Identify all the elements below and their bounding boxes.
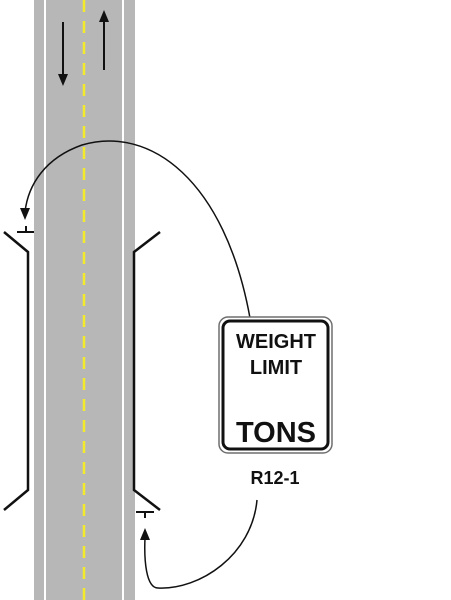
left-structure-rail — [3, 231, 30, 511]
arrow-down-icon — [58, 22, 68, 86]
sign-inner-border — [221, 319, 330, 451]
sign-text-line2: LIMIT — [250, 357, 302, 379]
roadway — [34, 0, 135, 600]
sign-text-line1: WEIGHT — [236, 331, 316, 353]
right-structure-rail — [132, 231, 161, 511]
sign-text-line3: TONS — [236, 417, 316, 449]
pointer-to-upper-location — [20, 140, 251, 319]
sign-post-icon — [17, 226, 34, 233]
sign-post-icon — [136, 511, 154, 518]
pointer-to-lower-location — [140, 499, 258, 589]
arrow-up-icon — [99, 10, 109, 70]
sign-code-label: R12-1 — [250, 468, 299, 488]
weight-limit-sign: WEIGHT LIMIT TONS — [218, 316, 333, 454]
